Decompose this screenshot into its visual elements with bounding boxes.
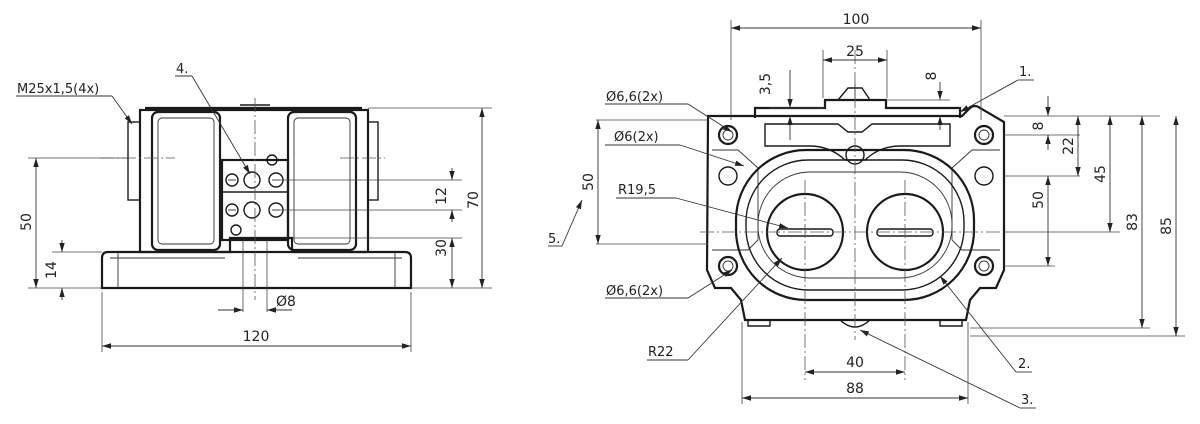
right-front-view: 100 25 3,5 8 50 8 22 50 45 83 85 40 bbox=[548, 12, 1185, 409]
hole-66-top-label: Ø6,6(2x) bbox=[606, 90, 663, 105]
dim-70-label: 70 bbox=[466, 191, 482, 209]
dim-30-label: 30 bbox=[434, 239, 450, 257]
dim-45-label: 45 bbox=[1093, 165, 1109, 183]
dim-50-right-label: 50 bbox=[1031, 191, 1047, 209]
item-4-label: 4. bbox=[176, 62, 188, 77]
dim-3-5-label: 3,5 bbox=[758, 73, 774, 95]
item-2-label: 2. bbox=[1018, 357, 1030, 372]
dim-88-label: 88 bbox=[846, 381, 864, 397]
cable-gland-right bbox=[367, 121, 379, 201]
dim-8-right-label: 8 bbox=[1031, 122, 1047, 131]
switch-body bbox=[138, 108, 370, 254]
item-3-label: 3. bbox=[1021, 393, 1033, 408]
plunger bbox=[837, 87, 871, 101]
hole-66-bottom-label: Ø6,6(2x) bbox=[606, 284, 663, 299]
dim-14-label: 14 bbox=[44, 261, 60, 279]
item-1-label: 1. bbox=[1019, 65, 1031, 80]
left-side-view: 70 30 12 50 14 Ø8 120 M25x1,5(4x) 4. bbox=[16, 62, 492, 352]
dim-25-label: 25 bbox=[846, 44, 864, 60]
hole-6-label: Ø6(2x) bbox=[614, 130, 659, 145]
dim-22-label: 22 bbox=[1061, 137, 1077, 155]
dim-50-left-label: 50 bbox=[581, 173, 597, 191]
dim-100-label: 100 bbox=[843, 12, 870, 28]
dim-83-label: 83 bbox=[1125, 213, 1141, 231]
dim-phi8-label: Ø8 bbox=[276, 294, 296, 310]
radius-22-label: R22 bbox=[648, 345, 674, 360]
dim-8-top-label: 8 bbox=[924, 72, 940, 81]
thread-label: M25x1,5(4x) bbox=[17, 82, 99, 97]
terminal-screws bbox=[225, 154, 284, 236]
dim-12-label: 12 bbox=[434, 187, 450, 205]
dim-50-label: 50 bbox=[19, 213, 35, 231]
dim-85-label: 85 bbox=[1159, 217, 1175, 235]
cable-gland-left bbox=[127, 121, 141, 201]
item-5-label: 5. bbox=[548, 232, 560, 247]
base-plate bbox=[100, 236, 413, 290]
radius-19-5-label: R19,5 bbox=[618, 183, 656, 198]
housing-outline bbox=[705, 104, 1006, 322]
dim-40-label: 40 bbox=[846, 355, 864, 371]
dim-120-label: 120 bbox=[243, 329, 270, 345]
